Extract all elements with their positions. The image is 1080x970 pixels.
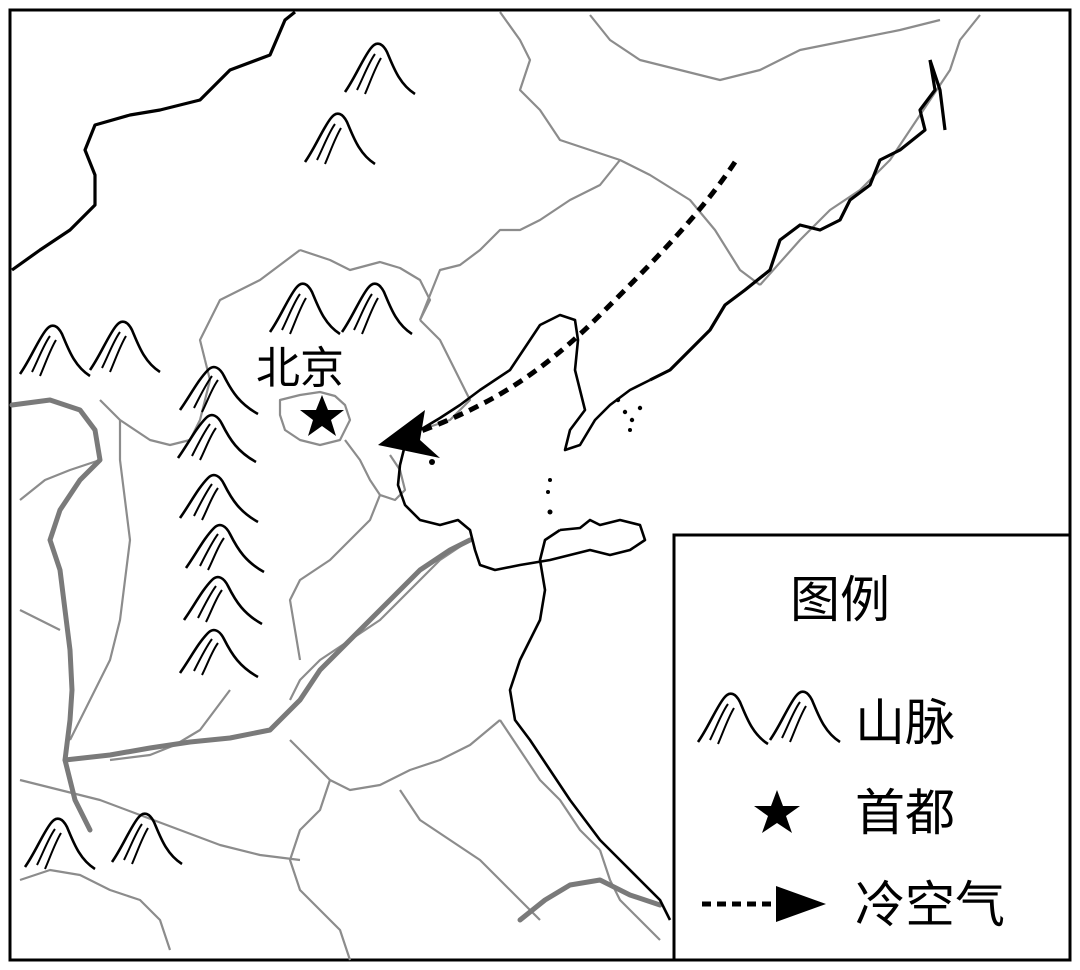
coastline (396, 313, 672, 921)
islands (429, 397, 643, 515)
province-borders (19, 11, 981, 961)
legend-title: 图例 (790, 571, 890, 629)
legend: 图例 山脉 首都 冷空气 (672, 533, 1072, 962)
cold-air-arrow (378, 160, 738, 458)
legend-label-mountain: 山脉 (855, 694, 955, 752)
national-boundary (11, 10, 947, 382)
arrowhead-icon (378, 410, 440, 458)
legend-box (672, 533, 1072, 962)
city-label-beijing: 北京 (256, 343, 344, 394)
legend-label-cold-air: 冷空气 (855, 876, 1005, 934)
star-icon (754, 790, 800, 833)
dashed-arrow-icon (702, 886, 826, 922)
star-icon (300, 395, 344, 436)
rivers (9, 397, 663, 923)
legend-label-capital: 首都 (855, 784, 955, 842)
